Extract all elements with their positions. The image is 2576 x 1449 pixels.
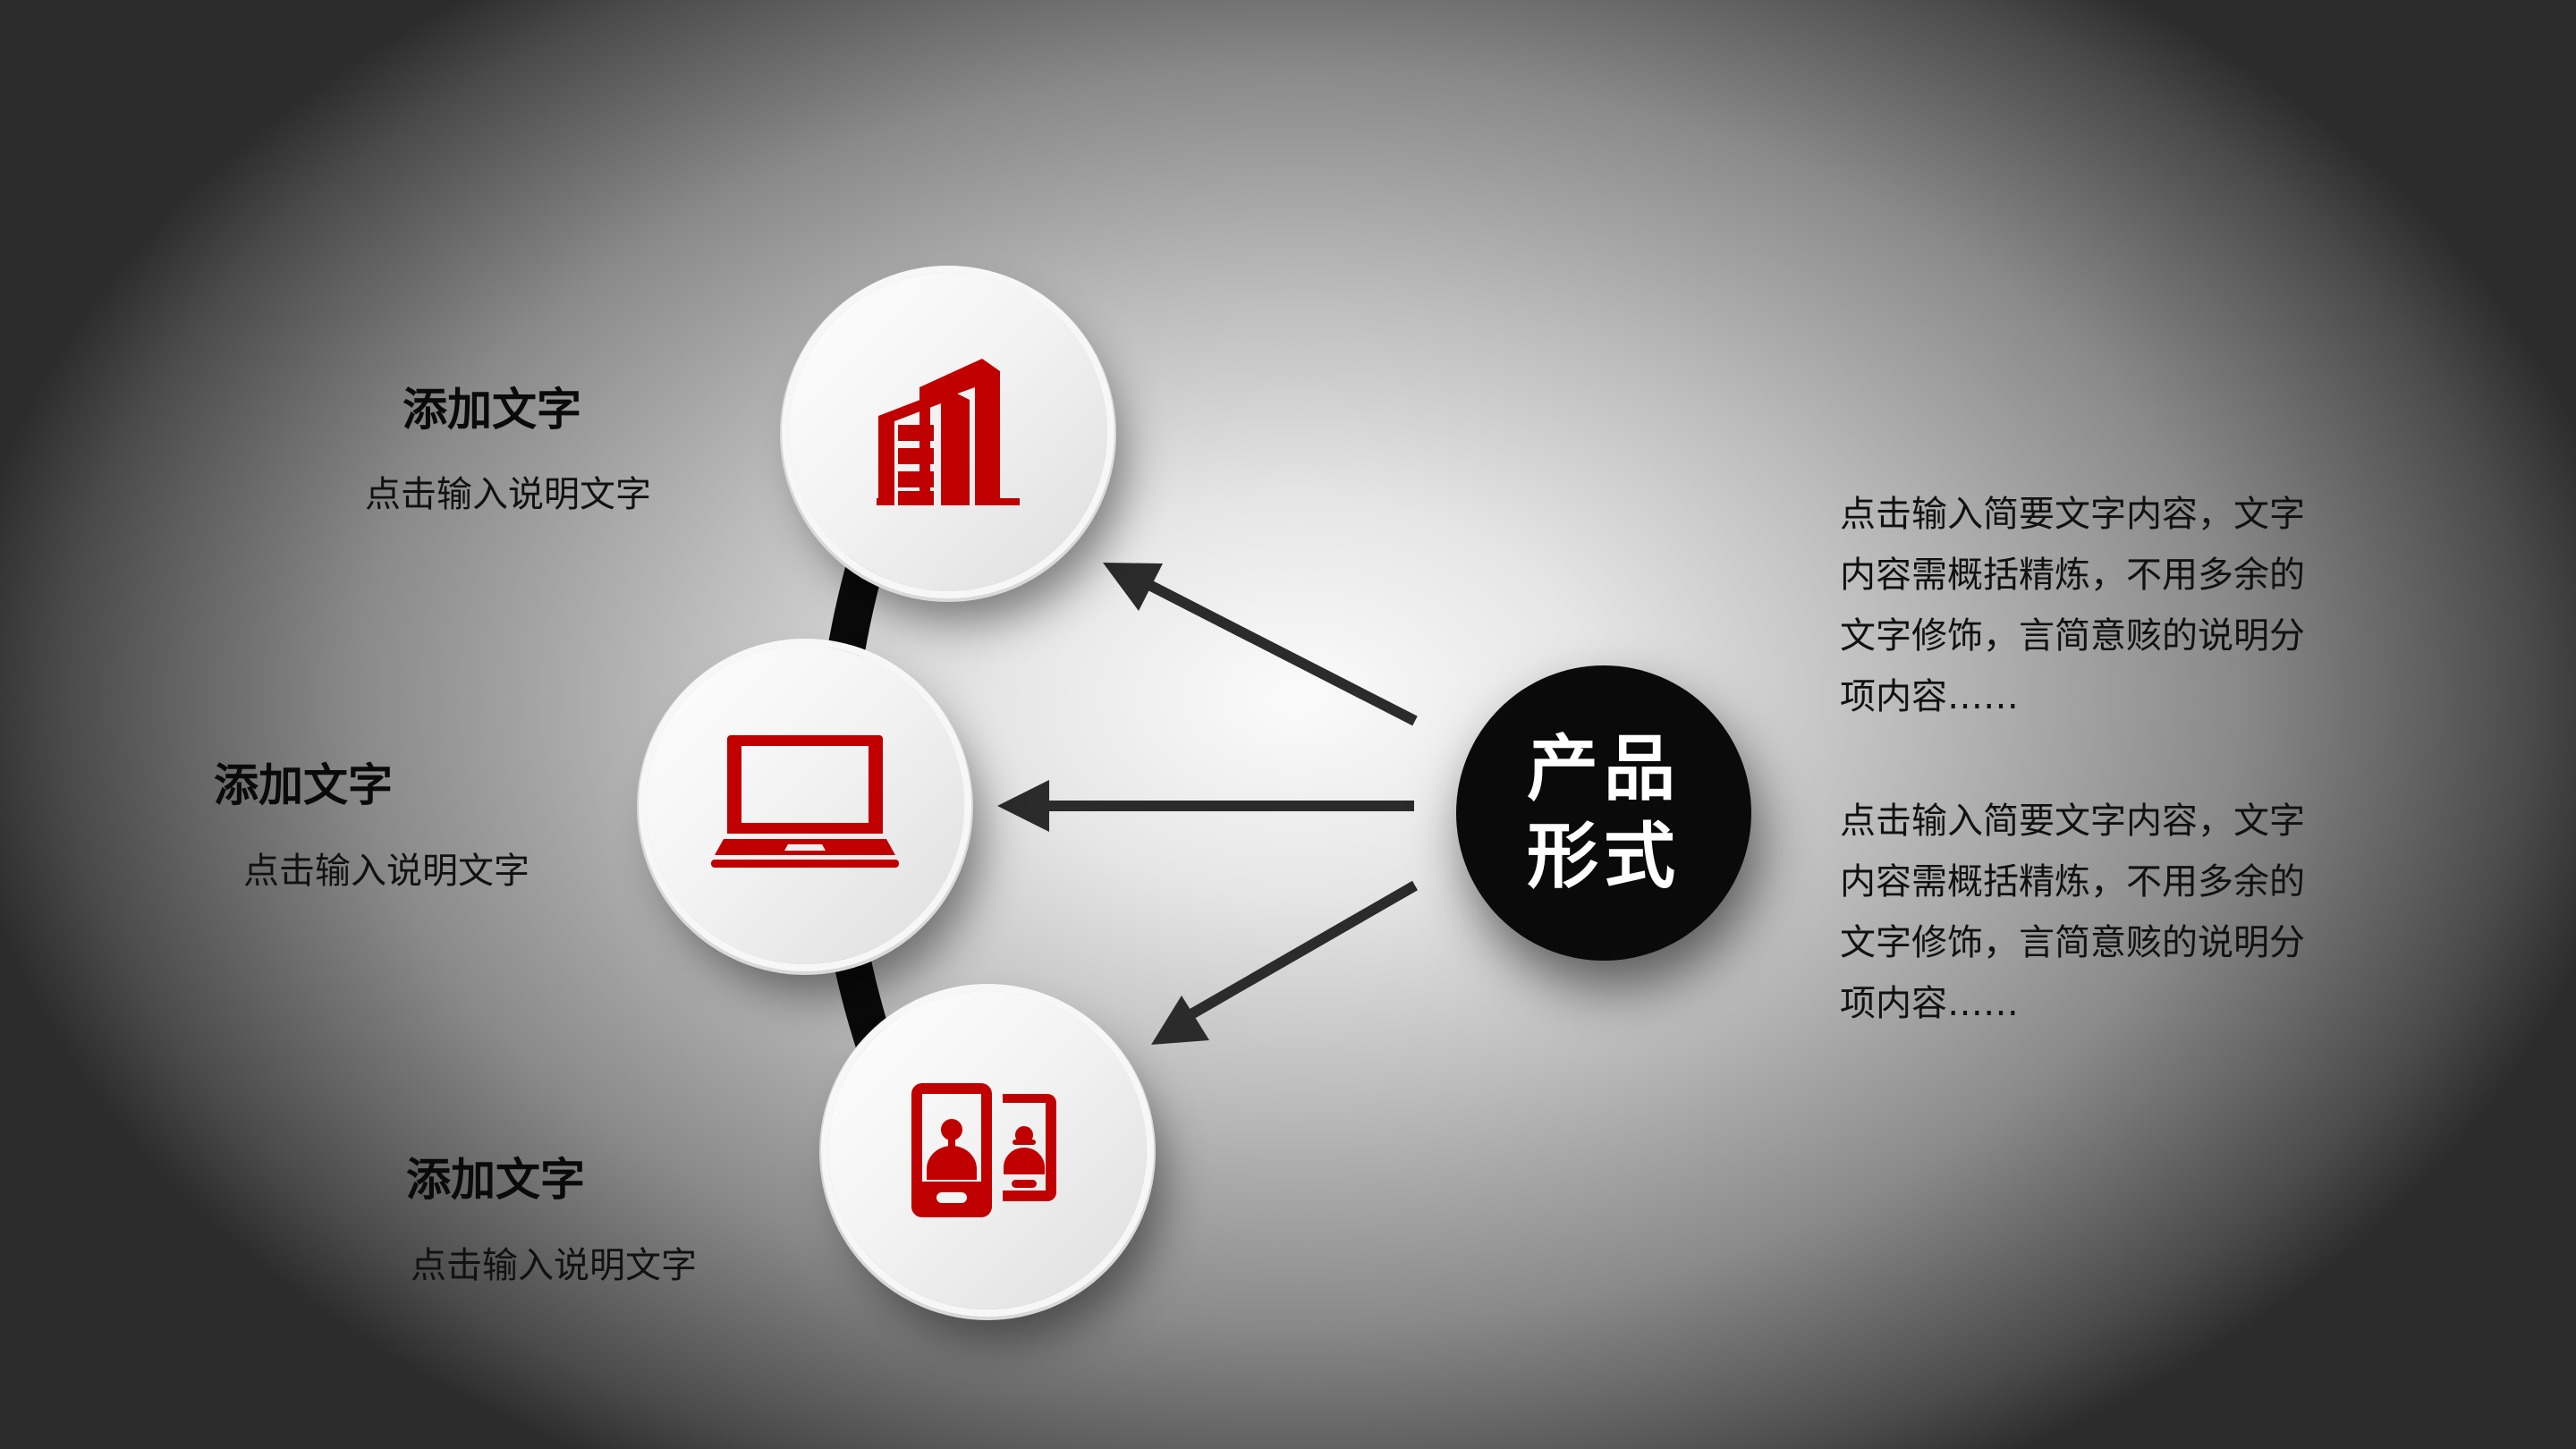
item-title-1: 添加文字 xyxy=(402,384,581,436)
description-paragraph-2: 点击输入简要文字内容，文字 内容需概括精炼，不用多余的 文字修饰，言简意赅的说明… xyxy=(1840,791,2377,1034)
description-paragraph-1: 点击输入简要文字内容，文字 内容需概括精炼，不用多余的 文字修饰，言简意赅的说明… xyxy=(1840,484,2377,727)
arrow-to-building xyxy=(1103,563,1418,726)
building-icon xyxy=(877,359,1020,505)
paragraph-line: 项内容…… xyxy=(1840,983,2019,1024)
paragraph-line: 点击输入简要文字内容，文字 xyxy=(1840,494,2305,535)
item-desc-1: 点击输入说明文字 xyxy=(365,474,651,515)
mobile-contacts-icon xyxy=(911,1083,1056,1217)
paragraph-line: 内容需概括精炼，不用多余的 xyxy=(1840,861,2305,902)
item-title-2: 添加文字 xyxy=(214,759,393,811)
item-title-3: 添加文字 xyxy=(406,1154,585,1206)
paragraph-line: 内容需概括精炼，不用多余的 xyxy=(1840,555,2305,596)
paragraph-line: 文字修饰，言简意赅的说明分 xyxy=(1840,615,2305,657)
node-mobile[interactable] xyxy=(828,991,1147,1309)
item-desc-3: 点击输入说明文字 xyxy=(411,1245,697,1286)
arrow-to-mobile xyxy=(1151,880,1418,1045)
hub-label-line1: 产品 xyxy=(1527,727,1681,810)
node-building[interactable] xyxy=(789,273,1107,591)
arrow-to-laptop xyxy=(997,780,1414,832)
center-hub[interactable]: 产品 形式 xyxy=(1456,665,1751,961)
hub-label-line2: 形式 xyxy=(1527,815,1681,898)
node-laptop[interactable] xyxy=(646,646,964,964)
laptop-icon xyxy=(711,735,899,868)
item-desc-2: 点击输入说明文字 xyxy=(243,851,530,892)
paragraph-line: 文字修饰，言简意赅的说明分 xyxy=(1840,922,2305,963)
paragraph-line: 项内容…… xyxy=(1840,676,2019,717)
paragraph-line: 点击输入简要文字内容，文字 xyxy=(1840,801,2305,842)
